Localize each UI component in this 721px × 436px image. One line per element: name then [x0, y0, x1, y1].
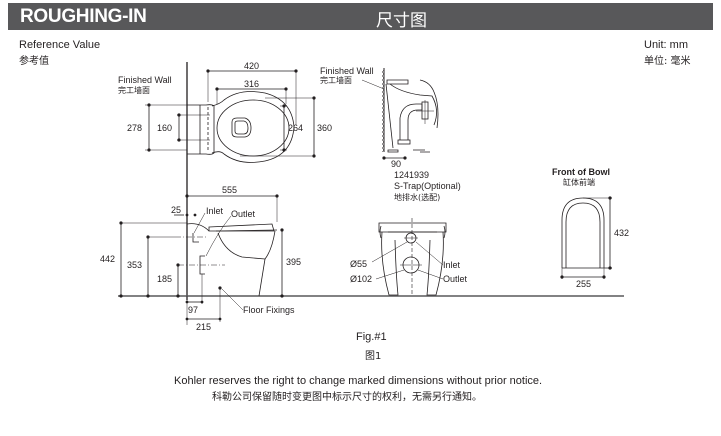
section-trap-collar [397, 139, 411, 145]
side-inlet-curve [186, 223, 210, 232]
dim-215: 215 [196, 322, 211, 332]
part-number: 1241939 [394, 170, 429, 180]
top-wall-label: Finished Wall [118, 75, 172, 85]
section-tank-back [385, 83, 394, 149]
side-rim [215, 229, 278, 232]
notice-text-cn: 科勒公司保留随时变更图中标示尺寸的权利，无需另行通知。 [212, 392, 482, 403]
front-right-leg [426, 231, 444, 296]
side-seat [208, 223, 275, 232]
front-left-leg [381, 231, 399, 296]
section-wall-label: Finished Wall [320, 66, 374, 76]
side-pedestal [258, 258, 266, 297]
section-seat [386, 79, 437, 126]
bowl-inner [216, 99, 290, 157]
inlet-diameter: Ø55 [350, 259, 367, 269]
dim-97: 97 [188, 305, 198, 315]
bowl-outlet-inner [234, 120, 249, 135]
section-title-cn: 尺寸图 [376, 11, 427, 31]
dim-420: 420 [244, 61, 259, 71]
dim-160: 160 [157, 123, 172, 133]
tank-outline [187, 104, 215, 155]
bowl-front-outer [561, 197, 605, 268]
bowl-front-view: Front of Bowl 缸体前端 432 255 [552, 167, 629, 289]
notice-text: Kohler reserves the right to change mark… [174, 375, 543, 387]
side-view: 555 Inlet Outlet 25 442 353 185 395 [100, 185, 624, 332]
section-header: ROUGHING-IN 尺寸图 [8, 3, 713, 31]
front-view: 1241939 S-Trap(Optional) 地排水(选配) Ø55 Ø10… [350, 170, 468, 296]
floor-fixings-label: Floor Fixings [243, 305, 295, 315]
bowl-front-title-cn: 缸体前端 [563, 177, 595, 187]
front-inlet-label: Inlet [443, 260, 461, 270]
unit-label: Unit: mm [644, 39, 688, 51]
front-outlet-label: Outlet [443, 274, 468, 284]
section-trap [399, 103, 423, 140]
side-bowl [217, 230, 276, 260]
dim-90: 90 [391, 159, 401, 169]
dim-353: 353 [127, 260, 142, 270]
reference-label-cn: 参考值 [19, 56, 49, 67]
front-seat-hinges [379, 225, 446, 239]
figure-caption: Fig.#1 [356, 331, 387, 343]
reference-label: Reference Value [19, 39, 101, 51]
top-view: Finished Wall 完工墙面 420 316 278 160 [118, 61, 332, 300]
dim-185: 185 [157, 274, 172, 284]
outlet-diameter: Ø102 [350, 274, 372, 284]
bowl-outlet [231, 117, 252, 138]
dim-395: 395 [286, 257, 301, 267]
dim-255: 255 [576, 279, 591, 289]
unit-label-cn: 单位: 毫米 [644, 56, 691, 67]
leader-line [361, 79, 385, 90]
section-wall-label-cn: 完工墙面 [320, 75, 352, 85]
dim-25: 25 [171, 205, 181, 215]
top-wall-label-cn: 完工墙面 [118, 85, 150, 95]
section-title: ROUGHING-IN [20, 6, 147, 27]
dim-555: 555 [222, 185, 237, 195]
section-rim [419, 79, 439, 129]
bowl-outer [211, 91, 295, 163]
outlet-label: Outlet [231, 209, 256, 219]
wall-hatch [381, 69, 385, 153]
dim-278: 278 [127, 123, 142, 133]
dim-264: 264 [288, 123, 303, 133]
figure-caption-cn: 图1 [365, 351, 382, 362]
bowl-front-title: Front of Bowl [552, 167, 610, 177]
dim-360: 360 [317, 123, 332, 133]
dim-432: 432 [614, 228, 629, 238]
inlet-label: Inlet [206, 206, 224, 216]
dim-316: 316 [244, 79, 259, 89]
trap-label: S-Trap(Optional) [394, 181, 461, 191]
bowl-front-inner [565, 202, 601, 268]
section-floor [387, 149, 430, 153]
trap-label-cn: 地排水(选配) [394, 192, 440, 202]
inlet-marker [192, 233, 199, 243]
dim-442: 442 [100, 254, 115, 264]
section-view: Finished Wall 完工墙面 90 [320, 66, 439, 169]
front-seat [378, 222, 447, 233]
